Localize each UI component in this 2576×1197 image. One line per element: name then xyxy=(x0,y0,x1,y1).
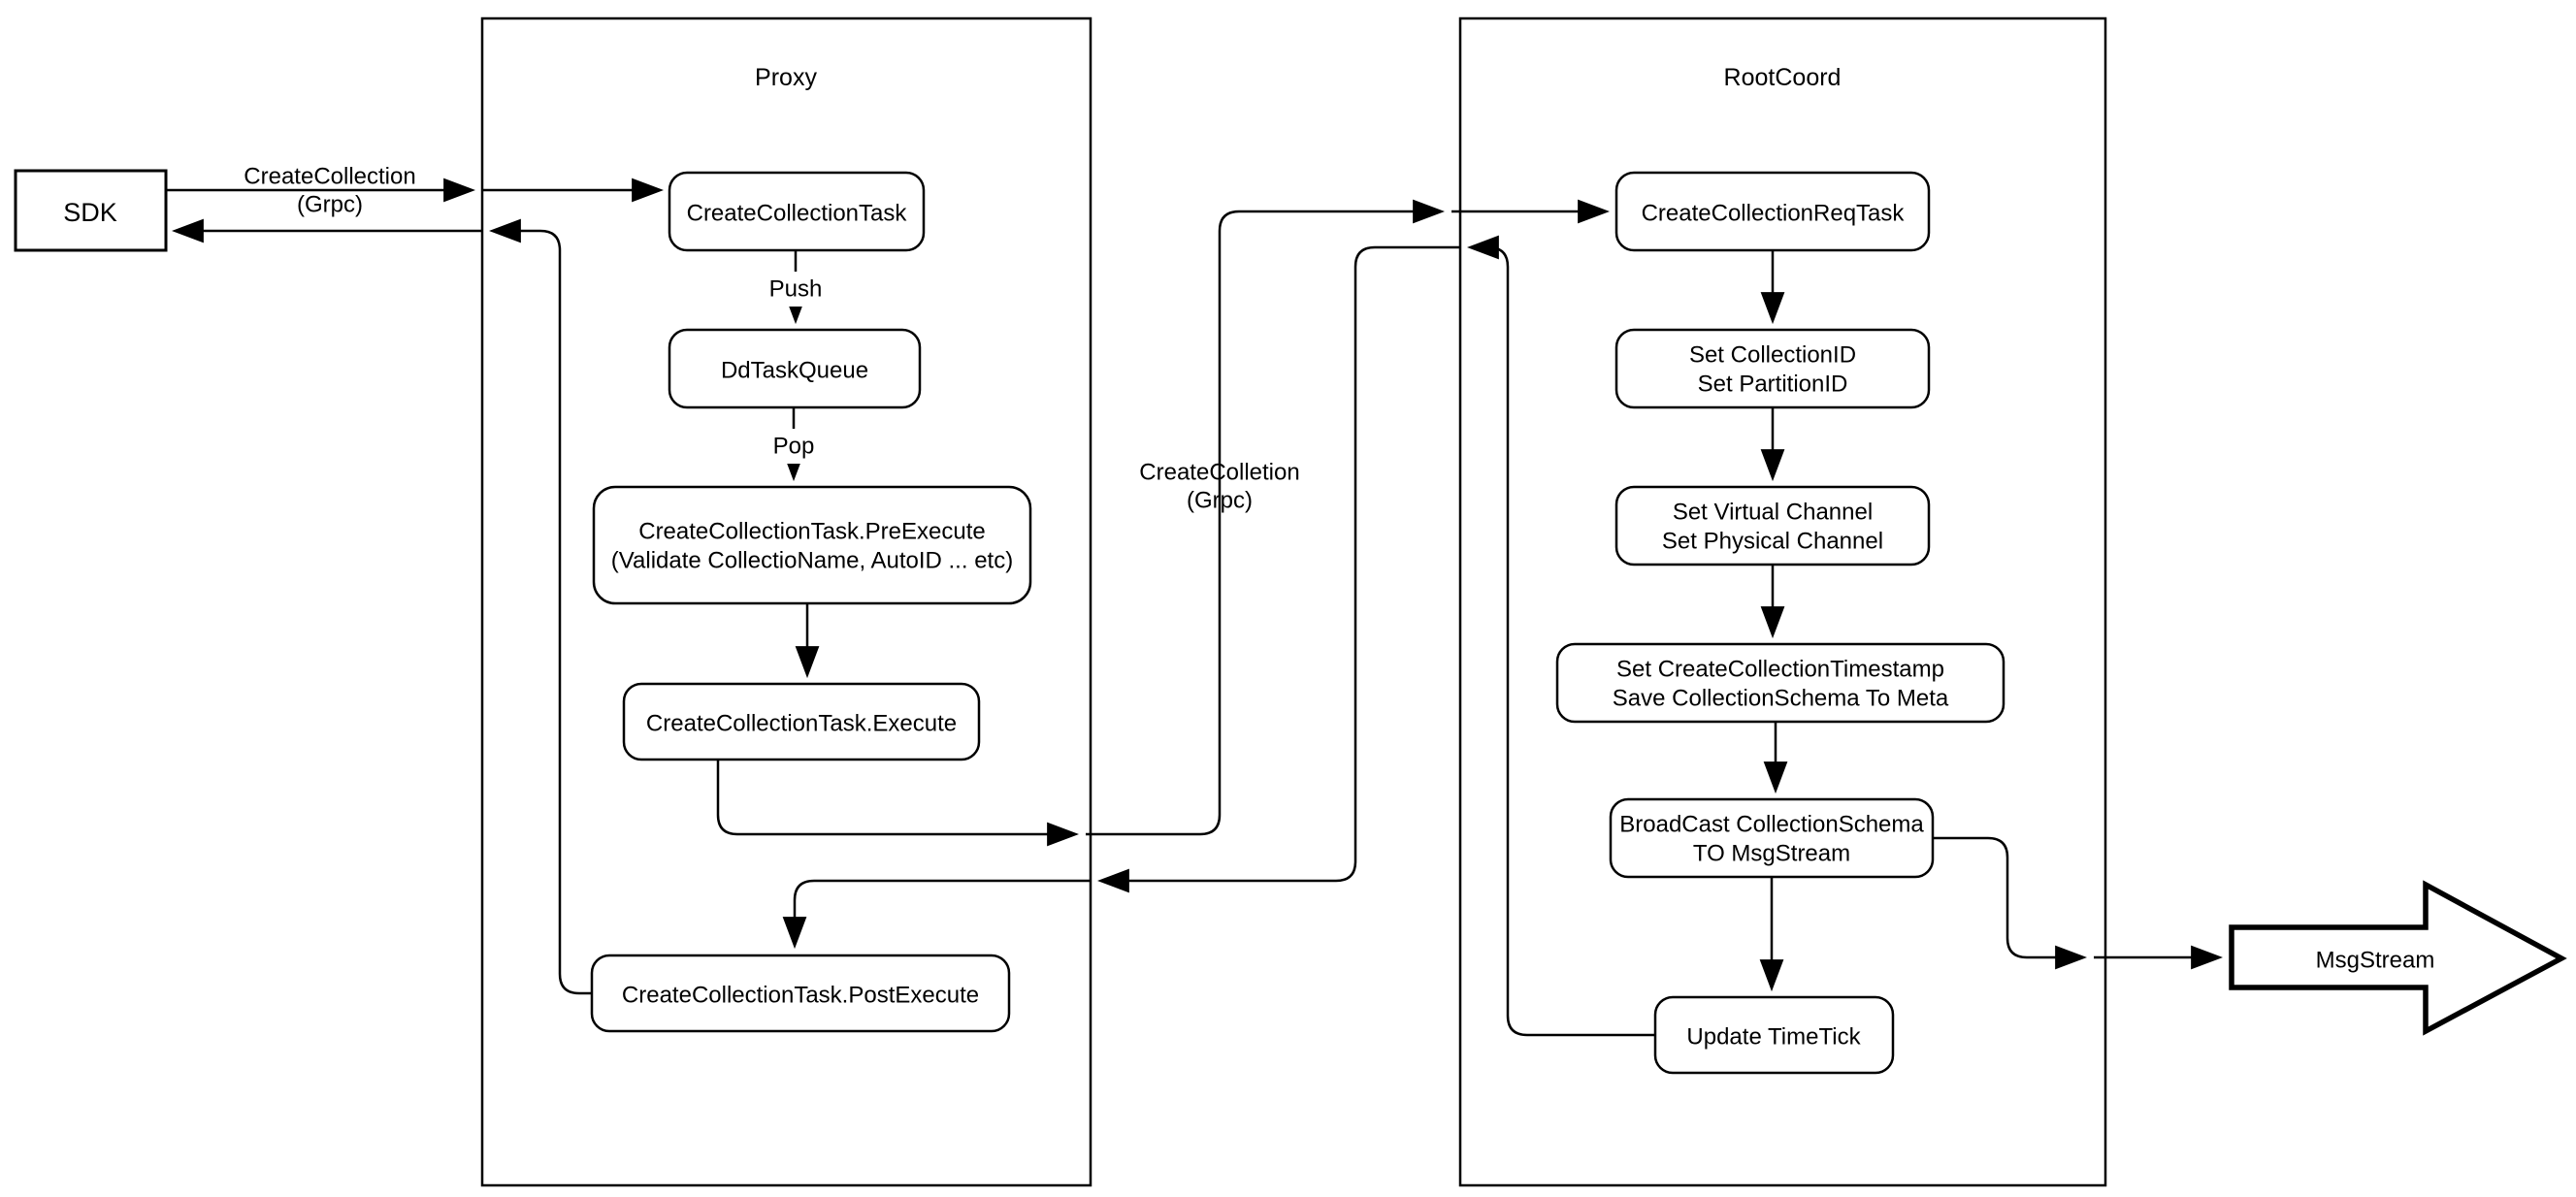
broadcast-label-line2: TO MsgStream xyxy=(1693,841,1850,867)
sdk-node-label: SDK xyxy=(63,198,117,227)
createcollectionreqtask-label: CreateCollectionReqTask xyxy=(1642,201,1906,227)
broadcast-label-line1: BroadCast CollectionSchema xyxy=(1619,812,1924,838)
postexecute-label: CreateCollectionTask.PostExecute xyxy=(622,983,979,1009)
msgstream-label: MsgStream xyxy=(2316,948,2435,974)
edge-postexecute-exit-proxy xyxy=(488,218,592,995)
set-timestamp-label-line1: Set CreateCollectionTimestamp xyxy=(1616,657,1944,683)
execute-node xyxy=(622,682,981,761)
preexecute-node xyxy=(592,485,1032,605)
ddtaskqueue-node xyxy=(668,328,922,409)
edge-grpc-to-rootcoord xyxy=(1086,199,1446,836)
createcollectionreqtask-node xyxy=(1614,171,1931,252)
set-channels-label-line1: Set Virtual Channel xyxy=(1673,500,1873,526)
edge-label-push: Push xyxy=(769,276,823,303)
set-timestamp-label-line2: Save CollectionSchema To Meta xyxy=(1613,686,1949,712)
edge-label-createcolletion-grpc-line2: (Grpc) xyxy=(1187,488,1253,514)
set-timestamp-node xyxy=(1555,642,2005,724)
broadcast-node xyxy=(1609,797,1935,879)
proxy-container-title: Proxy xyxy=(755,64,817,91)
ddtaskqueue-label: DdTaskQueue xyxy=(721,358,868,384)
pop-label-background xyxy=(764,429,824,464)
updatetimetick-node xyxy=(1653,995,1895,1075)
preexecute-label-line2: (Validate CollectioName, AutoID ... etc) xyxy=(611,548,1013,574)
set-channels-node xyxy=(1614,485,1931,566)
set-collectionid-label-line2: Set PartitionID xyxy=(1698,372,1848,398)
edge-label-createcollection-grpc-line1: CreateCollection xyxy=(244,164,415,190)
sdk-node xyxy=(14,169,168,252)
edge-broadcast-exit-rootcoord xyxy=(1933,836,2088,970)
edge-return-to-postexecute xyxy=(782,879,1091,950)
edge-return-to-proxy xyxy=(1096,245,1460,893)
edge-updatetimetick-exit-rootcoord xyxy=(1466,235,1655,1037)
push-label-background xyxy=(761,272,831,307)
edge-label-createcolletion-grpc-line1: CreateColletion xyxy=(1139,460,1299,486)
execute-label: CreateCollectionTask.Execute xyxy=(646,711,957,737)
set-channels-label-line2: Set Physical Channel xyxy=(1662,529,1883,555)
edge-label-pop: Pop xyxy=(773,434,815,460)
postexecute-node xyxy=(590,954,1011,1033)
createcollectiontask-label: CreateCollectionTask xyxy=(687,201,908,227)
rootcoord-container-title: RootCoord xyxy=(1724,64,1842,91)
createcollectiontask-node xyxy=(668,171,926,252)
edge-label-createcollection-grpc-line2: (Grpc) xyxy=(297,192,363,218)
set-collectionid-label-line1: Set CollectionID xyxy=(1689,342,1856,369)
updatetimetick-label: Update TimeTick xyxy=(1686,1024,1861,1051)
preexecute-label-line1: CreateCollectionTask.PreExecute xyxy=(638,519,986,545)
msgstream-block-arrow xyxy=(2229,880,2567,1036)
set-collectionid-node xyxy=(1614,328,1931,409)
edge-execute-exit-proxy xyxy=(716,760,1080,847)
